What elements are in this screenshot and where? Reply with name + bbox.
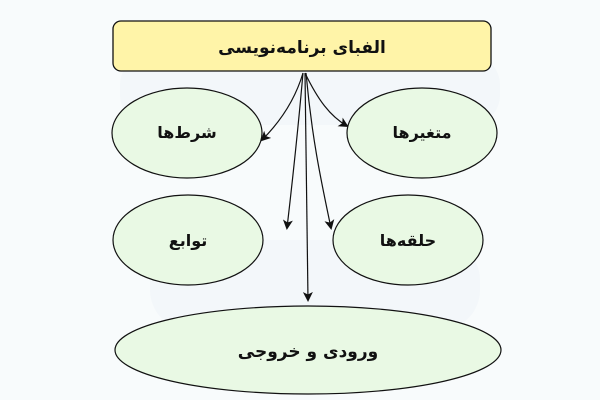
root-node: الفبای برنامه‌نویسی xyxy=(112,20,492,72)
node-functions: توابع xyxy=(112,194,264,286)
node-io-label: ورودی و خروجی xyxy=(238,342,378,362)
node-loops-label: حلقه‌ها xyxy=(380,231,436,250)
edge-root-to-loops xyxy=(305,72,335,230)
node-loops-shape xyxy=(332,194,484,286)
root-node-label: الفبای برنامه‌نویسی xyxy=(218,38,386,58)
edge-root-to-conditions xyxy=(260,72,304,142)
node-loops: حلقه‌ها xyxy=(332,194,484,286)
node-variables: متغیرها xyxy=(346,87,498,179)
edges xyxy=(260,72,349,302)
node-conditions-label: شرط‌ها xyxy=(157,123,216,142)
edge-root-to-io xyxy=(302,72,313,302)
node-conditions-shape xyxy=(111,87,263,179)
node-io-shape xyxy=(114,305,502,395)
node-conditions: شرط‌ها xyxy=(111,87,263,179)
edge-root-to-functions xyxy=(282,72,304,230)
node-functions-label: توابع xyxy=(169,231,207,250)
node-variables-label: متغیرها xyxy=(392,123,451,142)
edge-root-to-variables xyxy=(304,72,349,128)
node-functions-shape xyxy=(112,194,264,286)
root-node-box xyxy=(112,20,492,72)
node-io: ورودی و خروجی xyxy=(114,305,502,395)
node-variables-shape xyxy=(346,87,498,179)
